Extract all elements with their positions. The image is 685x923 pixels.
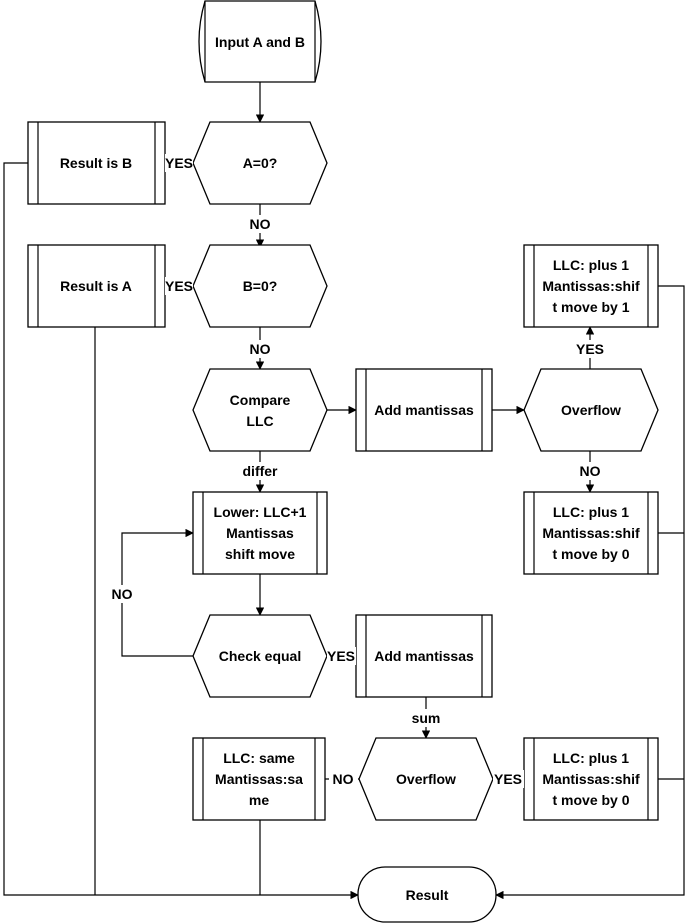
label-no-a: NO [250,216,271,232]
lower-llc-line-2: Mantissas [226,525,294,541]
label-yes-overflow-1: YES [576,341,604,357]
llc-plus1-shift0-b-process: LLC: plus 1 Mantissas:shif t move by 0 [523,737,659,821]
llc-plus1-shift1-line-3: t move by 1 [552,299,629,315]
add-mantissas-2-process: Add mantissas [355,614,493,698]
result-b-process: Result is B [27,121,166,205]
llc-plus1-shift1-line-1: LLC: plus 1 [553,257,629,273]
edge-right-bus-to-result [495,285,685,900]
check-equal-decision: Check equal [192,614,328,698]
llc-plus1-shift0-a-line-3: t move by 0 [552,546,629,562]
check-b-decision: B=0? [192,244,328,328]
add-mantissas-2-label: Add mantissas [374,648,474,664]
llc-plus1-shift0-a-line-2: Mantissas:shif [542,525,640,541]
llc-same-line-2: Mantissas:sa [215,771,303,787]
add-mantissas-1-process: Add mantissas [355,368,493,452]
overflow-1-label: Overflow [561,402,621,418]
overflow-1-decision: Overflow [523,368,659,452]
llc-same-line-1: LLC: same [223,750,295,766]
result-label: Result [406,887,449,903]
compare-llc-decision: Compare LLC [192,368,328,452]
result-a-process: Result is A [27,244,166,328]
result-b-label: Result is B [60,155,132,171]
check-equal-label: Check equal [219,648,301,664]
lower-llc-line-1: Lower: LLC+1 [214,504,307,520]
start-label: Input A and B [215,34,305,50]
add-mantissas-1-label: Add mantissas [374,402,474,418]
result-node: Result [357,866,497,923]
llc-plus1-shift1-process: LLC: plus 1 Mantissas:shif t move by 1 [523,244,659,328]
label-yes-overflow-2: YES [494,771,522,787]
label-sum: sum [412,710,441,726]
llc-plus1-shift1-line-2: Mantissas:shif [542,278,640,294]
edge-labels: YES NO YES NO differ YES NO NO YES sum N… [108,154,606,788]
label-yes-b: YES [165,278,193,294]
check-a-label: A=0? [243,155,278,171]
label-yes-check-equal: YES [327,648,355,664]
check-b-label: B=0? [243,278,278,294]
result-a-label: Result is A [60,278,132,294]
edge-result-b-to-result [3,162,359,900]
label-yes-a: YES [165,155,193,171]
llc-plus1-shift0-b-line-2: Mantissas:shif [542,771,640,787]
llc-plus1-shift0-a-process: LLC: plus 1 Mantissas:shif t move by 0 [523,491,659,575]
lower-llc-line-3: shift move [225,546,295,562]
check-a-decision: A=0? [192,121,328,205]
label-no-b: NO [250,341,271,357]
label-differ: differ [243,463,279,479]
overflow-2-decision: Overflow [358,737,494,821]
label-no-overflow-1: NO [580,463,601,479]
llc-plus1-shift0-b-line-3: t move by 0 [552,792,629,808]
compare-llc-line-1: Compare [230,392,291,408]
label-no-check-equal: NO [112,586,133,602]
llc-plus1-shift0-b-line-1: LLC: plus 1 [553,750,629,766]
label-no-overflow-2: NO [333,771,354,787]
llc-plus1-shift0-a-line-1: LLC: plus 1 [553,504,629,520]
lower-llc-process: Lower: LLC+1 Mantissas shift move [192,491,328,575]
overflow-2-label: Overflow [396,771,456,787]
compare-llc-line-2: LLC [246,413,273,429]
llc-same-line-3: me [249,792,269,808]
llc-same-process: LLC: same Mantissas:sa me [192,737,326,821]
start-node: Input A and B [198,0,322,83]
